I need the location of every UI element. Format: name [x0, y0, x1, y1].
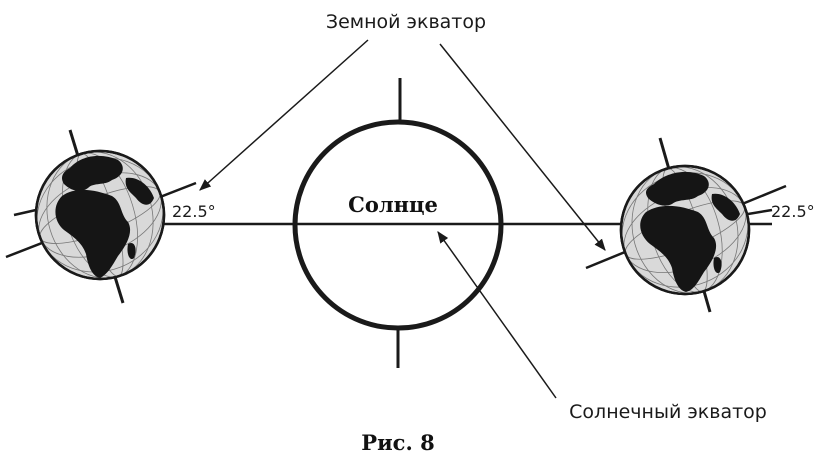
earth-equator-arrow-right: [439, 43, 606, 251]
earth-globe-icon: [585, 137, 787, 313]
right-globe-tick: [747, 208, 773, 216]
earth-globe-icon: [5, 129, 197, 304]
sun-label: Солнце: [348, 192, 438, 217]
earth-equator-label: Земной экватор: [326, 11, 486, 33]
left-globe-tick-upper: [13, 208, 37, 217]
figure-caption: Рис. 8: [361, 430, 434, 455]
solar-equator-label: Солнечный экватор: [569, 401, 767, 423]
sun: Солнце: [292, 78, 504, 368]
solar-equator-arrow: [437, 231, 557, 399]
angle-label-right: 22.5°: [771, 202, 815, 221]
earth-equator-arrow-left: [199, 39, 369, 191]
angle-label-left: 22.5°: [172, 202, 216, 221]
